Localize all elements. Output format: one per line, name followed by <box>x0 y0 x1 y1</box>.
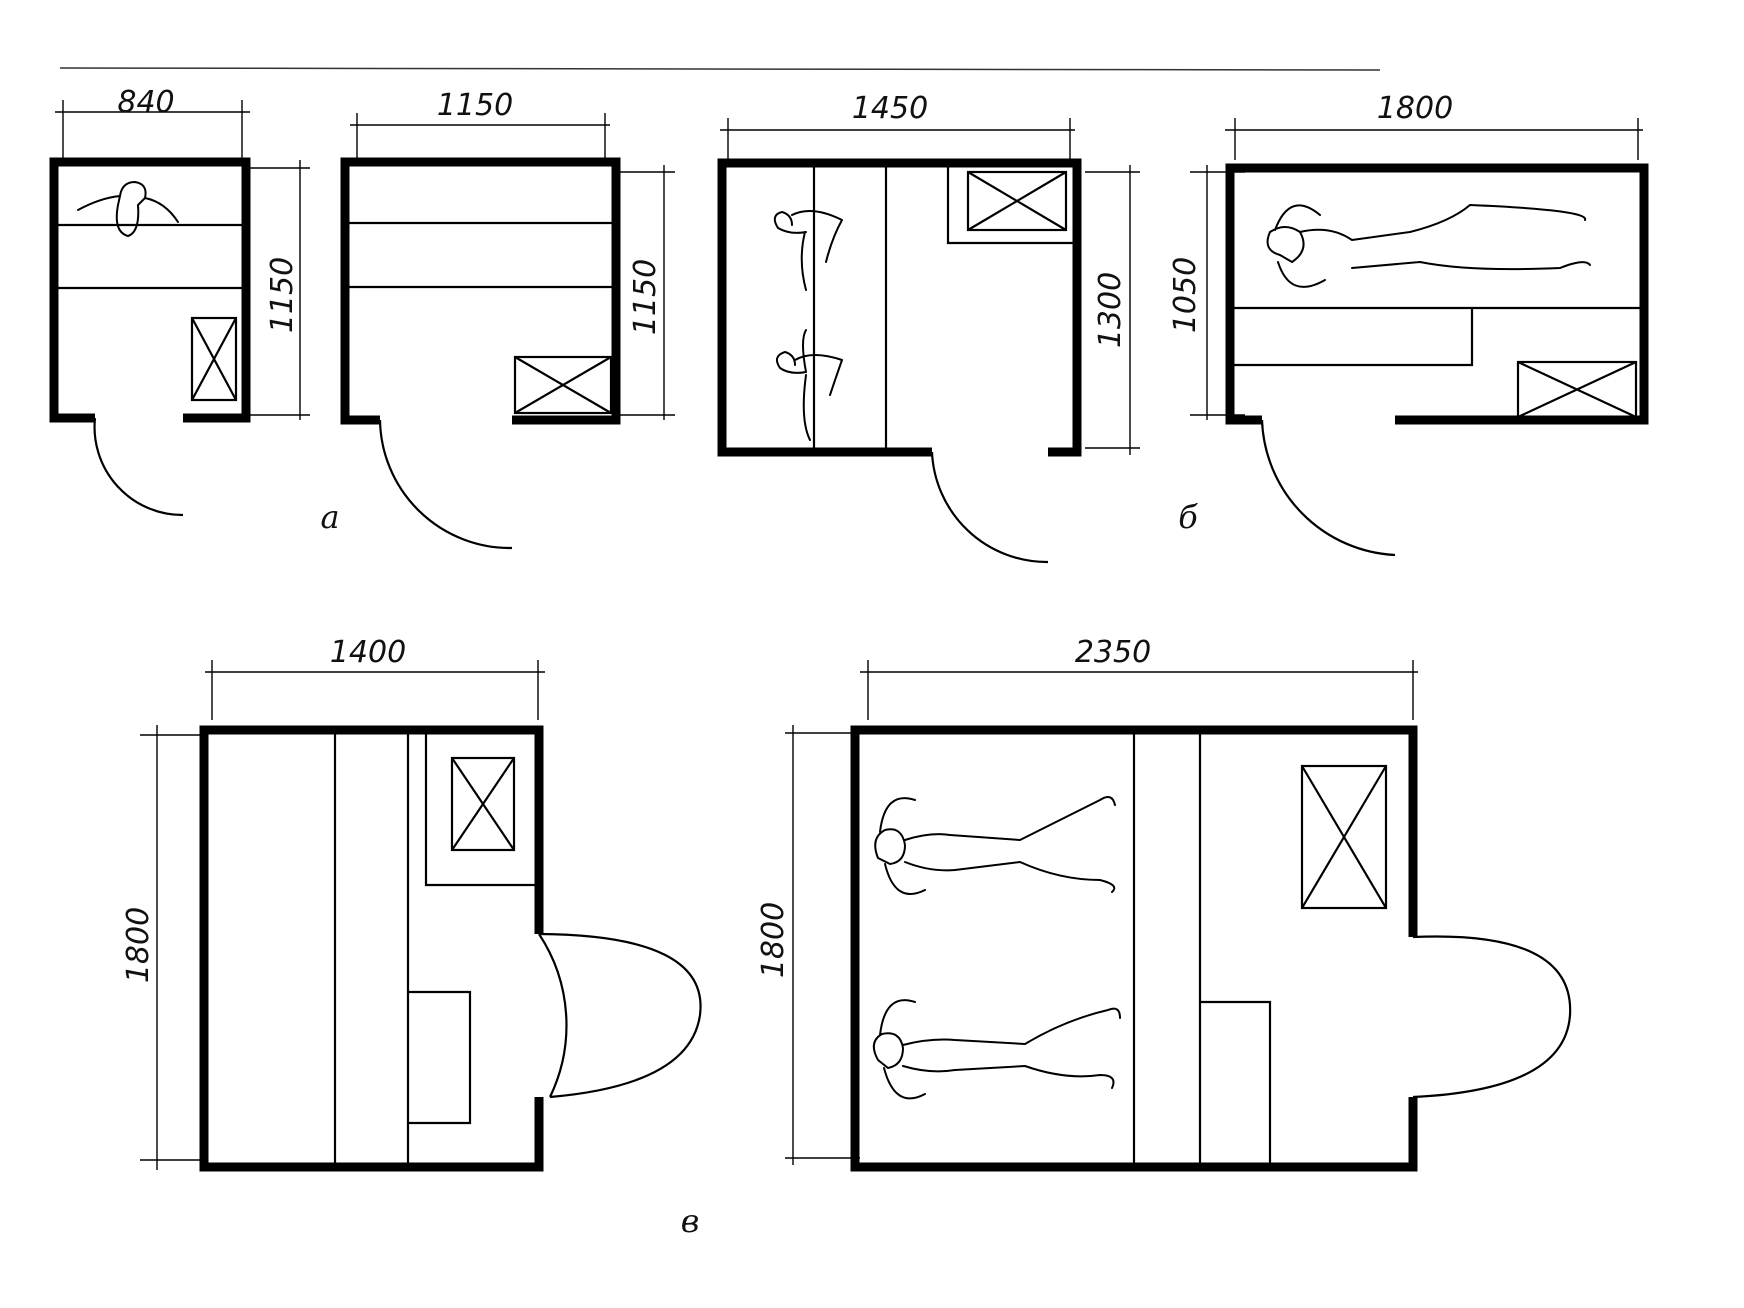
person-lying-icon <box>874 795 1116 895</box>
door-swing-arc <box>93 417 184 517</box>
caption-b: б <box>1178 498 1198 536</box>
plan-a1: 840 1150 <box>49 85 310 517</box>
wall-outline <box>717 158 1082 457</box>
stove-cross-icon <box>191 317 237 401</box>
stove <box>1300 764 1388 910</box>
door-swing-arc-outer <box>538 932 702 1099</box>
person-lying-icon <box>1266 204 1591 288</box>
wall-outline <box>199 725 544 1172</box>
dimension-height-label: 1800 <box>756 902 791 978</box>
bench-lower <box>1234 308 1474 367</box>
stove <box>513 355 613 415</box>
stove-cross-icon <box>1301 765 1387 909</box>
stove-cross-icon <box>514 356 612 414</box>
plan-b1: 1450 1300 <box>717 91 1140 564</box>
door-swing-arc <box>538 933 568 1098</box>
dimension-width-label: 1450 <box>852 91 928 126</box>
dimension-width-label: 1150 <box>437 88 513 123</box>
stove <box>1516 360 1638 419</box>
stove-cross-icon <box>1517 361 1637 418</box>
wall-outline <box>850 725 1418 1172</box>
dimension-height-label: 1300 <box>1093 272 1128 348</box>
dimension-height-label: 1050 <box>1168 257 1203 333</box>
dimension-height-label: 1800 <box>121 907 156 983</box>
person-lying-icon <box>872 999 1121 1100</box>
dimension-height-label: 1150 <box>265 257 300 333</box>
person-sitting-icon <box>773 210 843 291</box>
step-block <box>1200 1000 1272 1163</box>
wall-outline <box>49 157 251 423</box>
door-swing-arc <box>1260 419 1396 557</box>
door-swing-arc <box>930 451 1049 564</box>
person-sitting-icon <box>77 181 179 237</box>
dimension-height-label: 1150 <box>628 259 663 335</box>
dimension-width-label: 2350 <box>1075 635 1151 670</box>
dimension-width-label: 840 <box>117 85 174 120</box>
caption-a: а <box>320 498 339 536</box>
caption-c: в <box>681 1202 700 1240</box>
door-swing-arc <box>1412 935 1572 1099</box>
stove <box>966 170 1068 232</box>
stove-cross-icon <box>967 171 1067 231</box>
wall-outline <box>1225 163 1649 425</box>
wall-outline <box>340 157 621 425</box>
plan-c2: 2350 1800 <box>756 635 1572 1172</box>
plan-b2: 1800 1050 <box>1168 91 1649 557</box>
door-swing-arc <box>378 419 513 550</box>
stove-enclosure <box>424 734 535 887</box>
stove-cross-icon <box>451 757 515 851</box>
plan-a2: 1150 1150 <box>340 88 675 550</box>
dimension-width-label: 1800 <box>1377 91 1453 126</box>
stove <box>190 316 238 402</box>
top-separator-line <box>59 67 1381 71</box>
plan-c1: 1400 1800 <box>121 635 702 1172</box>
dimension-width-label: 1400 <box>330 635 406 670</box>
step-block <box>408 990 472 1125</box>
stove <box>450 756 516 852</box>
person-sitting-icon <box>775 329 843 441</box>
stove-enclosure <box>946 167 1073 245</box>
